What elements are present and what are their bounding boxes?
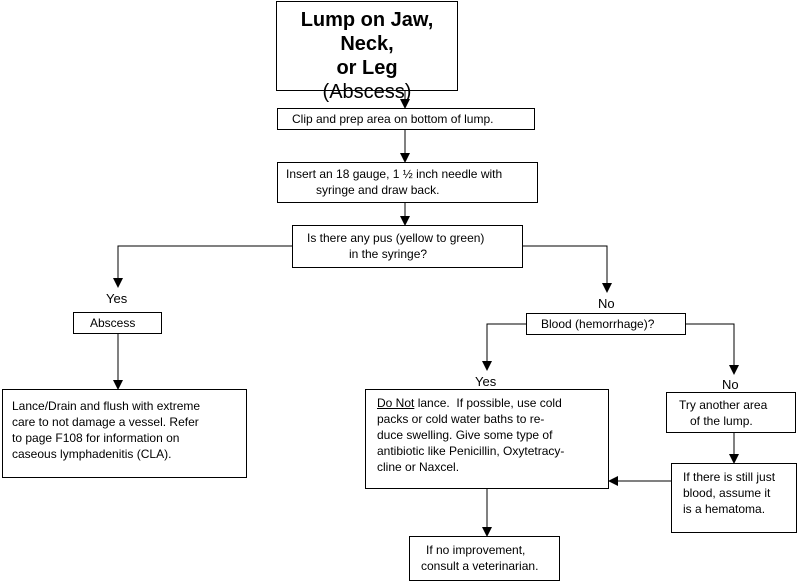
pus-line-2: in the syringe? bbox=[349, 247, 428, 261]
noimp-line-1: If no improvement, bbox=[426, 543, 526, 557]
donot-line-1: Do Not lance. If possible, use cold bbox=[377, 395, 608, 411]
clip-step-text: Clip and prep area on bottom of lump. bbox=[292, 112, 494, 126]
donot-line-4: antibiotic like Penicillin, Oxytetracy- bbox=[377, 444, 565, 458]
lance-line-1: Lance/Drain and flush with extreme bbox=[12, 399, 201, 413]
hematoma-box: If there is still just blood, assume it … bbox=[671, 463, 797, 533]
donot-line-1-rest: lance. If possible, use cold bbox=[414, 396, 562, 410]
pus-decision-box: Is there any pus (yellow to green) in th… bbox=[292, 225, 523, 268]
insert-line-2: syringe and draw back. bbox=[316, 183, 440, 197]
noimp-line-2: consult a veterinarian. bbox=[421, 559, 539, 573]
no-label-blood: No bbox=[722, 377, 739, 392]
insert-line-1: Insert an 18 gauge, 1 ½ inch needle with bbox=[286, 167, 503, 181]
clip-step-box: Clip and prep area on bottom of lump. bbox=[277, 108, 535, 130]
donot-line-2: packs or cold water baths to re- bbox=[377, 412, 545, 426]
donot-line-3: duce swelling. Give some type of bbox=[377, 428, 553, 442]
pus-line-1: Is there any pus (yellow to green) bbox=[307, 231, 485, 245]
donot-underlined: Do Not bbox=[377, 396, 415, 410]
donot-line-5: cline or Naxcel. bbox=[377, 460, 460, 474]
still-line-1: If there is still just bbox=[683, 470, 776, 484]
abscess-box: Abscess bbox=[73, 312, 162, 334]
no-label-right: No bbox=[598, 296, 615, 311]
arrow-pus-to-no bbox=[523, 245, 612, 293]
title-line-3: (Abscess) bbox=[322, 81, 412, 103]
still-line-2: blood, assume it bbox=[683, 486, 771, 500]
yes-label-left: Yes bbox=[106, 291, 128, 306]
blood-decision-box: Blood (hemorrhage)? bbox=[526, 313, 686, 335]
blood-text: Blood (hemorrhage)? bbox=[541, 317, 655, 331]
try-line-2: of the lump. bbox=[690, 414, 753, 428]
arrow-blood-to-no bbox=[686, 323, 739, 375]
title-line-1: Lump on Jaw, Neck, bbox=[300, 9, 434, 55]
yes-label-blood: Yes bbox=[475, 374, 497, 389]
title-box: Lump on Jaw, Neck, or Leg (Abscess) bbox=[276, 1, 458, 103]
do-not-lance-box: Do Not lance. If possible, use cold pack… bbox=[365, 389, 609, 489]
arrow-blood-to-yes bbox=[482, 323, 526, 371]
lance-box: Lance/Drain and flush with extreme care … bbox=[2, 389, 247, 478]
no-improvement-box: If no improvement, consult a veterinaria… bbox=[409, 536, 560, 581]
title-line-2: or Leg bbox=[336, 57, 398, 79]
lance-line-3: to page F108 for information on bbox=[12, 431, 180, 445]
still-line-3: is a hematoma. bbox=[683, 502, 766, 516]
try-line-1: Try another area bbox=[679, 398, 768, 412]
try-another-box: Try another area of the lump. bbox=[666, 392, 796, 433]
lance-line-2: care to not damage a vessel. Refer bbox=[12, 415, 199, 429]
abscess-text: Abscess bbox=[90, 316, 136, 330]
arrow-pus-to-yes bbox=[113, 245, 292, 288]
lance-line-4: caseous lymphadenitis (CLA). bbox=[12, 447, 172, 461]
insert-step-box: Insert an 18 gauge, 1 ½ inch needle with… bbox=[277, 162, 538, 203]
